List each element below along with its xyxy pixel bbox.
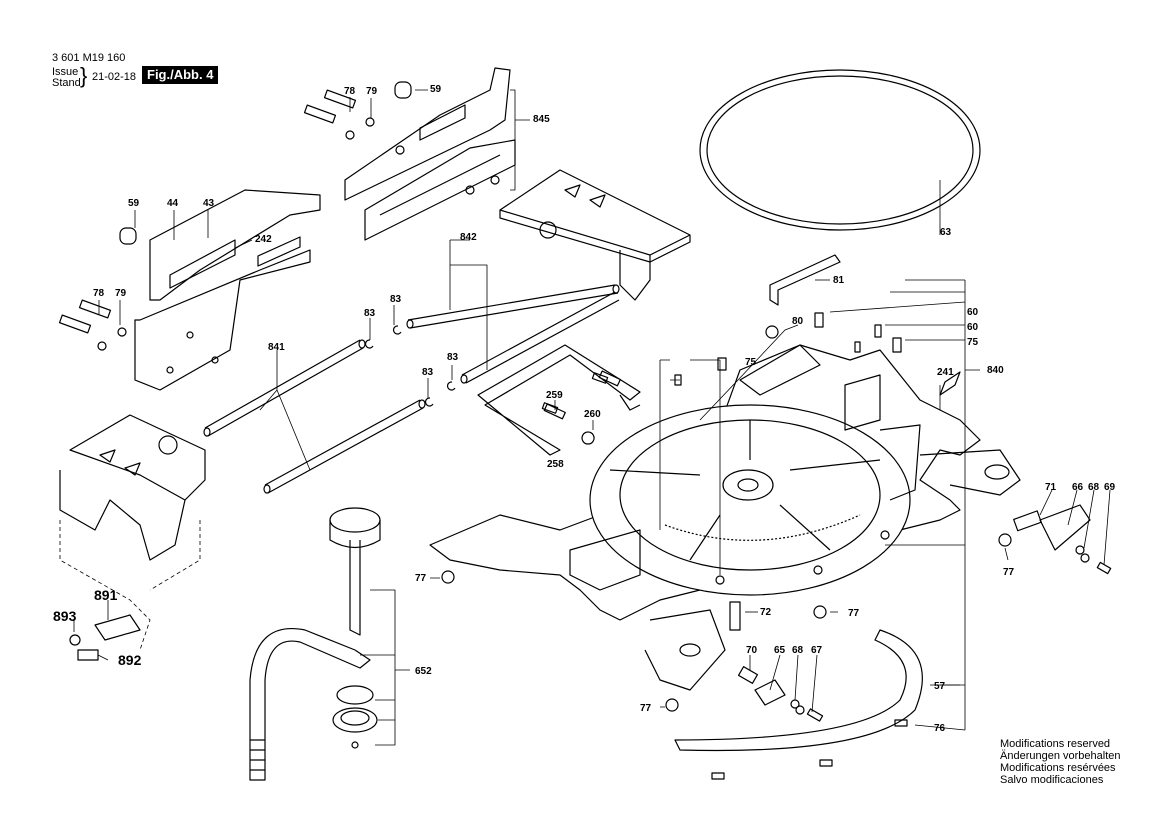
callout-83: 83 bbox=[422, 367, 434, 378]
callout-259: 259 bbox=[546, 390, 563, 401]
callout-77: 77 bbox=[848, 608, 860, 619]
base-840 bbox=[429, 344, 1021, 691]
callout-70: 70 bbox=[746, 645, 758, 656]
callout-57: 57 bbox=[934, 681, 946, 692]
extension-table-right bbox=[499, 169, 691, 301]
callout-79: 79 bbox=[115, 288, 127, 299]
callout-241: 241 bbox=[937, 367, 954, 378]
callout-59: 59 bbox=[430, 84, 442, 95]
callout-65: 65 bbox=[774, 645, 786, 656]
modification-notes: Modifications reserved Änderungen vorbeh… bbox=[1000, 738, 1120, 786]
lever-652 bbox=[249, 507, 381, 781]
callout-652: 652 bbox=[415, 666, 432, 677]
note-de: Änderungen vorbehalten bbox=[1000, 750, 1121, 762]
callout-59: 59 bbox=[128, 198, 140, 209]
callout-44: 44 bbox=[167, 198, 179, 209]
brace: } bbox=[80, 63, 88, 88]
callout-68: 68 bbox=[1088, 482, 1100, 493]
callout-78: 78 bbox=[344, 86, 356, 97]
callout-258: 258 bbox=[547, 459, 564, 470]
note-es: Salvo modificaciones bbox=[1000, 774, 1104, 786]
note-en: Modifications reserved bbox=[1000, 738, 1111, 750]
callout-66: 66 bbox=[1072, 482, 1084, 493]
figure-label: Fig./Abb. 4 bbox=[142, 66, 219, 84]
callout-77: 77 bbox=[640, 703, 652, 714]
issue-label: Issue bbox=[52, 66, 79, 78]
callout-60: 60 bbox=[967, 307, 979, 318]
part-number: 3 601 M19 160 bbox=[52, 52, 126, 64]
callout-83: 83 bbox=[390, 294, 402, 305]
scale-segment-57 bbox=[674, 629, 923, 780]
note-fr: Modifications resérvées bbox=[1000, 762, 1116, 774]
guide-rods bbox=[203, 284, 620, 494]
callout-69: 69 bbox=[1104, 482, 1116, 493]
callout-893: 893 bbox=[53, 608, 77, 624]
callout-68: 68 bbox=[792, 645, 804, 656]
callout-891: 891 bbox=[94, 587, 118, 603]
callout-67: 67 bbox=[811, 645, 823, 656]
callout-63: 63 bbox=[940, 227, 952, 238]
callout-75: 75 bbox=[967, 337, 979, 348]
ring-63 bbox=[699, 69, 981, 231]
callout-841: 841 bbox=[268, 342, 285, 353]
issue-date: 21-02-18 bbox=[92, 71, 137, 83]
callout-72: 72 bbox=[760, 607, 772, 618]
callout-242: 242 bbox=[255, 234, 272, 245]
callout-77: 77 bbox=[415, 573, 427, 584]
callout-83: 83 bbox=[364, 308, 376, 319]
callout-71: 71 bbox=[1045, 482, 1057, 493]
callout-78: 78 bbox=[93, 288, 105, 299]
fence-44-43 bbox=[134, 189, 321, 391]
callout-840: 840 bbox=[987, 365, 1004, 376]
callout-83: 83 bbox=[447, 352, 459, 363]
callout-845: 845 bbox=[533, 114, 550, 125]
callout-77: 77 bbox=[1003, 567, 1015, 578]
callout-260: 260 bbox=[584, 409, 601, 420]
callout-892: 892 bbox=[118, 652, 142, 668]
hex-key-81 bbox=[769, 254, 841, 306]
stand-label: Stand bbox=[52, 77, 81, 89]
fasteners bbox=[58, 81, 1112, 722]
fence-845 bbox=[344, 67, 516, 241]
callout-60: 60 bbox=[967, 322, 979, 333]
callout-842: 842 bbox=[460, 232, 477, 243]
callout-labels: 59 78 79 845 44 43 242 59 78 79 842 63 81 83 841 83 83 83… bbox=[53, 84, 1116, 734]
callout-75: 75 bbox=[745, 357, 757, 368]
extension-table-left bbox=[59, 414, 206, 561]
leader-lines bbox=[59, 89, 1111, 746]
callout-81: 81 bbox=[833, 275, 845, 286]
callout-80: 80 bbox=[792, 316, 804, 327]
callout-76: 76 bbox=[934, 723, 946, 734]
callout-43: 43 bbox=[203, 198, 215, 209]
callout-79: 79 bbox=[366, 86, 378, 97]
